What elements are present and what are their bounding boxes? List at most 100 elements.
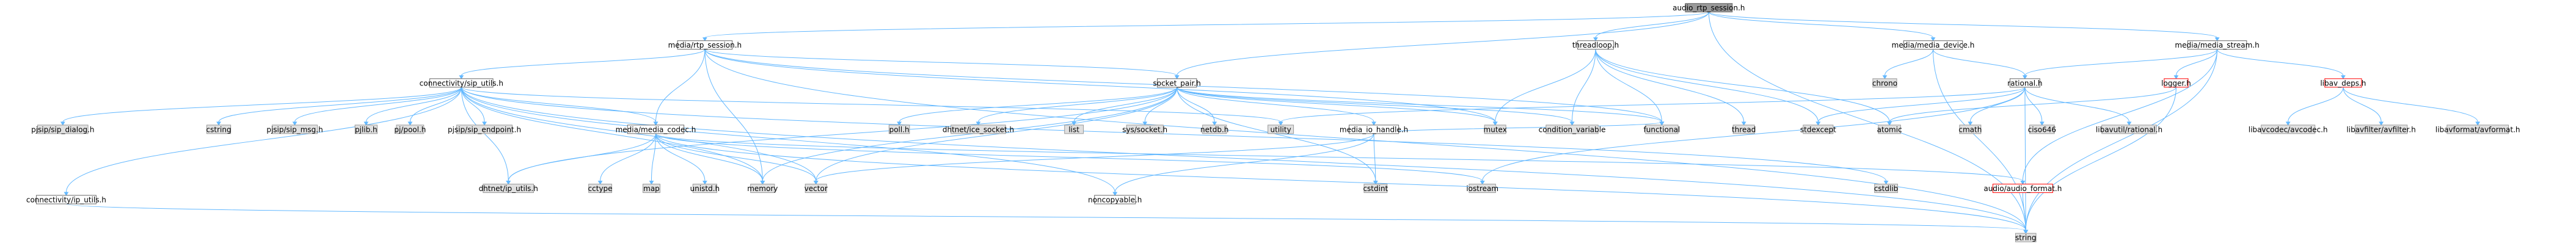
node-logger[interactable]: logger.h — [2161, 78, 2191, 88]
node-box — [456, 125, 513, 134]
node-box — [1268, 125, 1294, 134]
node-label: utility — [1271, 125, 1291, 134]
edge-line — [1177, 87, 1496, 123]
edge-rational-to-ciso646 — [2024, 87, 2045, 126]
node-box — [2015, 233, 2037, 242]
node-rtp-session[interactable]: media/rtp_session.h — [668, 40, 742, 50]
edge-line — [704, 49, 1496, 122]
arrowhead-icon — [1968, 121, 1973, 126]
node-box — [750, 184, 775, 194]
node-box — [805, 184, 827, 194]
edge-media_codec-to-audio_format — [655, 133, 2026, 185]
node-libav-deps[interactable]: libav_deps.h — [2320, 78, 2366, 88]
arrowhead-icon — [216, 121, 221, 126]
node-label: atomic — [1877, 125, 1902, 134]
node-audio-format[interactable]: audio/audio_format.h — [1983, 184, 2062, 194]
edge-sip_utils-to-pjsip_dialog — [60, 87, 462, 126]
edge-line — [1595, 12, 1709, 38]
node-media-device[interactable]: media/media_device.h — [1892, 40, 1975, 50]
node-noncopyable[interactable]: noncopyable.h — [1088, 195, 1142, 204]
arrowhead-icon — [2023, 230, 2029, 234]
node-label: pjsip/sip_msg.h — [266, 125, 323, 134]
edge-line — [461, 87, 509, 181]
edge-libav_deps-to-libavformat — [2343, 87, 2481, 126]
edge-threadloop-to-functional — [1595, 49, 1665, 126]
node-connectivity-ip-utils[interactable]: connectivity/ip_utils.h — [26, 195, 106, 204]
edge-line — [655, 133, 1483, 181]
arrowhead-icon — [2022, 75, 2027, 79]
node-condition-variable: condition_variable — [1539, 125, 1606, 134]
node-box — [1959, 125, 1982, 134]
node-box — [2324, 78, 2362, 88]
edge-line — [899, 87, 1178, 123]
edge-line — [1482, 87, 2026, 181]
edge-root-to-rtp_session — [702, 12, 1709, 42]
edge-sip_utils-to-connectivity_ip_utils — [64, 87, 462, 196]
node-label: media/media_stream.h — [2175, 41, 2259, 49]
edge-socket_pair-to-mutex — [1177, 87, 1498, 126]
edge-line — [1817, 87, 2026, 123]
node-label: libavformat/avformat.h — [2436, 125, 2520, 134]
node-box — [1545, 125, 1599, 134]
node-pj-pool: pj/pool.h — [394, 125, 426, 134]
edge-line — [655, 49, 706, 122]
edge-socket_pair-to-media_io_handle — [1177, 87, 1376, 126]
node-socket-pair[interactable]: socket_pair.h — [1153, 78, 1201, 88]
edge-sip_utils-to-utility — [461, 87, 1283, 126]
edge-socket_pair-to-ice_socket — [976, 87, 1178, 126]
edge-line — [1177, 87, 1573, 123]
arrowhead-icon — [702, 37, 707, 42]
arrowhead-icon — [1593, 37, 1598, 42]
edge-line — [1495, 49, 1596, 122]
edge-line — [1595, 49, 1662, 122]
node-label: socket_pair.h — [1153, 79, 1200, 87]
edge-threadloop-to-atomic — [1595, 49, 1892, 126]
edge-media_stream-to-rational — [2022, 49, 2218, 79]
node-box — [2009, 78, 2040, 88]
edge-line — [655, 133, 817, 181]
node-list: list — [1064, 125, 1084, 134]
node-threadloop[interactable]: threadloop.h — [1572, 40, 1619, 50]
edge-line — [1708, 12, 1933, 38]
edge-line — [1373, 121, 1662, 134]
edge-audio_format-to-string — [2022, 192, 2029, 234]
edge-line — [1177, 12, 1709, 76]
arrowhead-icon — [1659, 121, 1665, 126]
node-box — [1874, 184, 1898, 194]
edge-root-to-string — [1708, 12, 2029, 234]
edge-line — [409, 87, 462, 122]
node-label: libavcodec/avcodec.h — [2249, 125, 2328, 134]
node-label: pjlib.h — [355, 125, 378, 134]
arrowhead-icon — [1174, 75, 1180, 79]
node-thread: thread — [1732, 125, 1756, 134]
node-iostream: iostream — [1466, 184, 1498, 194]
node-box — [2029, 125, 2055, 134]
node-box — [1803, 125, 1834, 134]
arrowhead-icon — [1142, 121, 1148, 126]
node-label: pj/pool.h — [394, 125, 426, 134]
edge-sip_utils-to-noncopyable — [461, 87, 1118, 196]
node-label: functional — [1644, 125, 1680, 134]
node-media-stream[interactable]: media/media_stream.h — [2175, 40, 2260, 50]
node-cstdint: cstdint — [1363, 184, 1388, 194]
edge-rtp_session-to-sip_utils — [459, 49, 706, 79]
arrowhead-icon — [976, 121, 981, 126]
node-media-codec[interactable]: media/media_codec.h — [616, 125, 696, 134]
node-root[interactable]: audio_rtp_session.h — [1673, 3, 1745, 13]
edge-line — [704, 49, 1178, 76]
edge-media_device-to-rational — [1933, 49, 2027, 79]
node-media-io-handle[interactable]: media_io_handle.h — [1340, 125, 1408, 134]
node-rational[interactable]: rational.h — [2007, 78, 2043, 88]
arrowhead-icon — [1883, 181, 1889, 185]
edge-line — [2024, 87, 2026, 231]
node-label: ciso646 — [2028, 125, 2056, 134]
edge-root-to-media_stream — [1708, 12, 2220, 42]
node-ciso646: ciso646 — [2028, 125, 2056, 134]
node-label: dhtnet/ice_socket.h — [943, 125, 1014, 134]
edge-sip_utils-to-memory — [461, 87, 765, 185]
node-sip-utils[interactable]: connectivity/sip_utils.h — [420, 78, 503, 88]
node-label: sys/socket.h — [1122, 125, 1167, 134]
edge-root-to-socket_pair — [1174, 12, 1709, 79]
edge-line — [762, 87, 1178, 181]
